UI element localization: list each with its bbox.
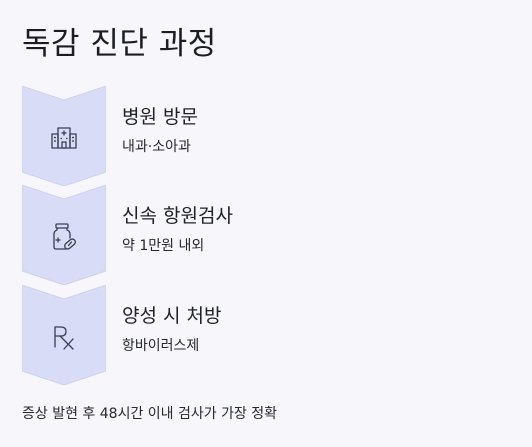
footnote: 증상 발현 후 48시간 이내 검사가 가장 정확: [22, 406, 278, 422]
prescription-rx-icon: [46, 319, 82, 355]
step-chevron: [22, 185, 106, 285]
step-rapid-antigen-test: 신속 항원검사 약 1만원 내외: [0, 185, 532, 285]
step-subtitle: 항바이러스제: [122, 338, 200, 354]
step-title: 신속 항원검사: [122, 205, 233, 227]
hospital-icon: [46, 120, 82, 156]
page-title: 독감 진단 과정: [22, 26, 217, 62]
medicine-bottle-icon: [46, 219, 82, 255]
step-title: 병원 방문: [122, 106, 198, 128]
step-prescription: 양성 시 처방 항바이러스제: [0, 285, 532, 385]
step-title: 양성 시 처방: [122, 305, 222, 327]
step-hospital-visit: 병원 방문 내과·소아과: [0, 86, 532, 186]
step-chevron: [22, 86, 106, 186]
step-subtitle: 내과·소아과: [122, 139, 191, 155]
step-subtitle: 약 1만원 내외: [122, 238, 205, 254]
